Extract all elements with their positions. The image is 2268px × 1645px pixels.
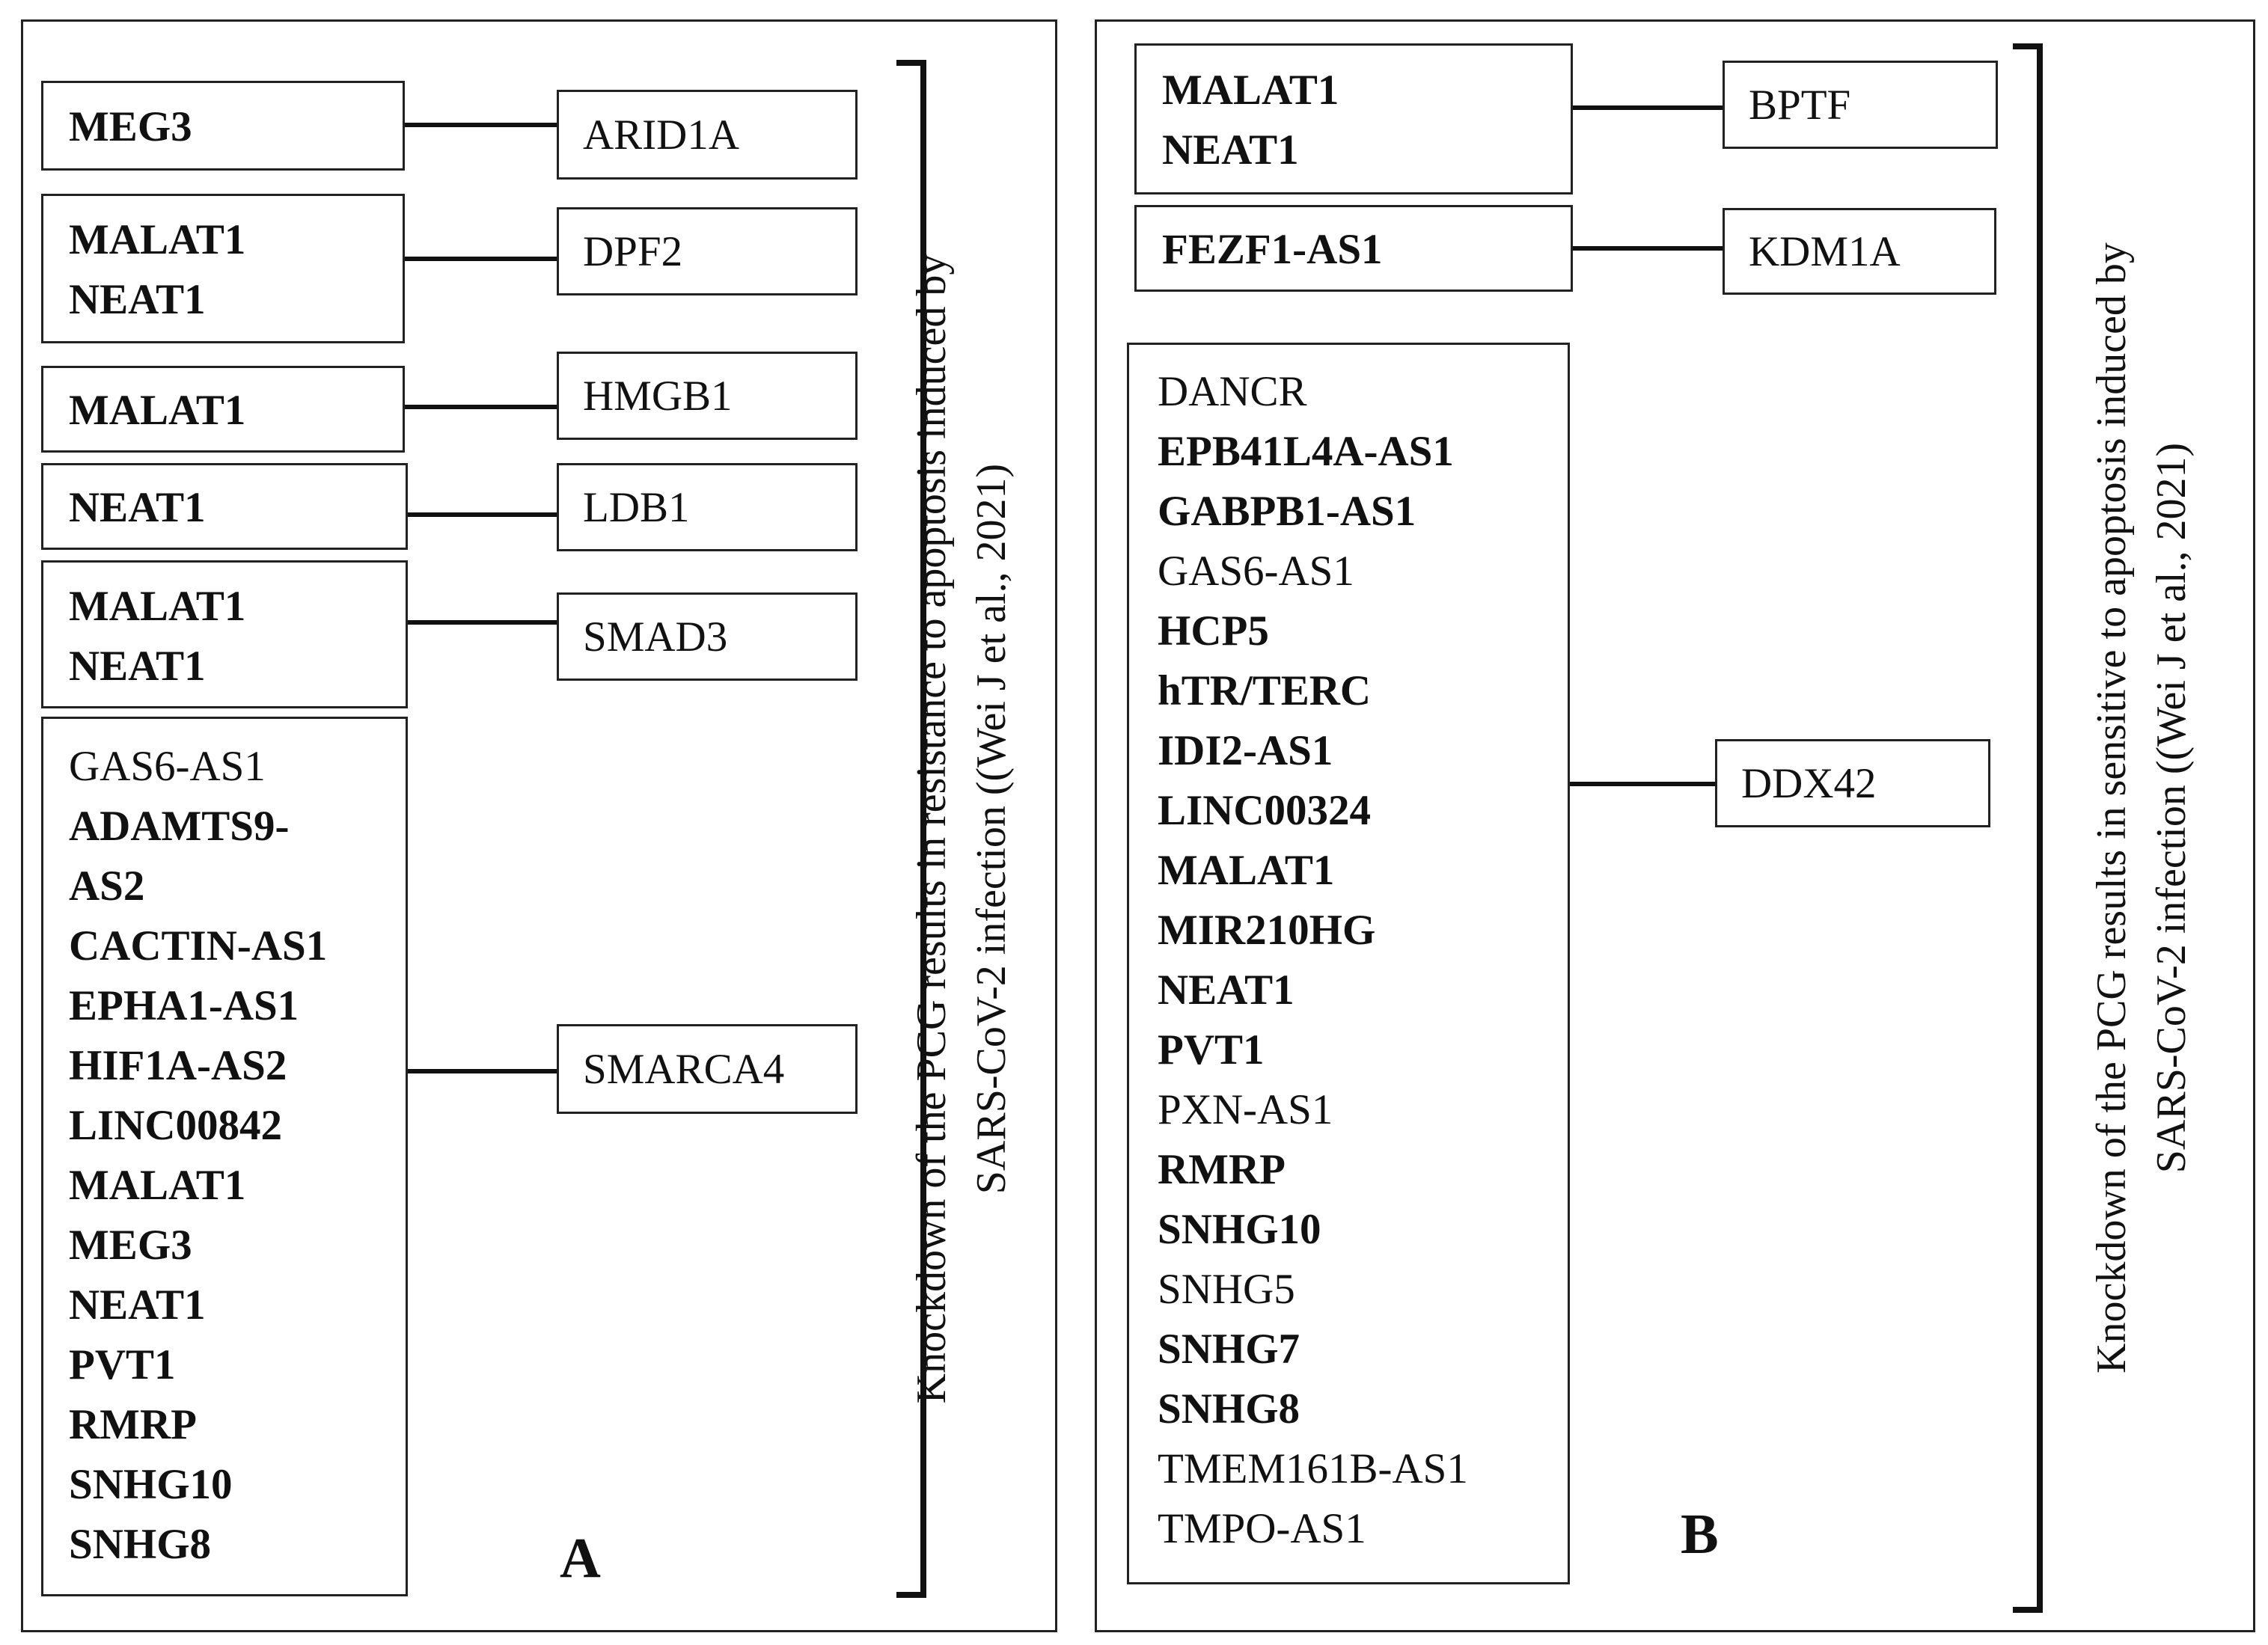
lncrna-name: NEAT1	[69, 484, 206, 531]
lncrna-name: NEAT1	[1162, 126, 1299, 174]
lncrna-name: RMRP	[69, 1401, 197, 1448]
panel-a-side-label: Knockdown of the PCG results in resistan…	[902, 81, 1021, 1577]
connector-line	[408, 1069, 557, 1073]
lncrna-name: MALAT1	[1162, 67, 1339, 114]
pcg-name: ARID1A	[583, 111, 739, 159]
connector-line	[405, 405, 557, 409]
pcg-box: SMAD3	[557, 592, 858, 681]
lncrna-name: EPHA1-AS1	[69, 982, 299, 1029]
pcg-box: DPF2	[557, 207, 858, 295]
pcg-box: SMARCA4	[557, 1024, 858, 1114]
lncrna-name: TMEM161B-AS1	[1158, 1445, 1468, 1492]
grouping-bracket	[896, 60, 926, 1598]
lncrna-name: EPB41L4A-AS1	[1158, 428, 1454, 475]
lncrna-name: MALAT1	[69, 387, 246, 434]
lncrna-name: SNHG7	[1158, 1326, 1300, 1373]
lncrna-name: SNHG8	[69, 1521, 212, 1568]
lncrna-name: MEG3	[69, 1222, 192, 1269]
lncrna-name: PXN-AS1	[1158, 1086, 1333, 1133]
lncrna-name: PVT1	[69, 1341, 176, 1388]
lncrna-name: FEZF1-AS1	[1162, 226, 1383, 273]
connector-line	[408, 512, 557, 517]
pcg-name: SMAD3	[583, 613, 728, 661]
side-label-line1: Knockdown of the PCG results in resistan…	[908, 254, 955, 1404]
lncrna-box: FEZF1-AS1	[1134, 205, 1573, 292]
lncrna-name: GABPB1-AS1	[1158, 488, 1416, 535]
lncrna-box: MALAT1 NEAT1	[41, 194, 405, 343]
lncrna-name: MALAT1	[69, 583, 246, 630]
lncrna-name: SNHG5	[1158, 1266, 1295, 1313]
pcg-name: BPTF	[1749, 81, 1851, 129]
lncrna-name: TMPO-AS1	[1158, 1505, 1366, 1552]
panel-b-side-label: Knockdown of the PCG results in sensitiv…	[2082, 60, 2201, 1556]
grouping-bracket	[2013, 43, 2043, 1613]
pcg-box: KDM1A	[1723, 208, 1996, 295]
pcg-name: LDB1	[583, 483, 690, 531]
lncrna-box: MALAT1	[41, 366, 405, 453]
connector-line	[1573, 246, 1723, 251]
pcg-box: HMGB1	[557, 352, 858, 440]
lncrna-name: MALAT1	[69, 216, 246, 263]
pcg-name: DDX42	[1741, 759, 1877, 807]
lncrna-name: IDI2-AS1	[1158, 727, 1333, 774]
pcg-box: BPTF	[1723, 61, 1998, 149]
lncrna-box: MALAT1 NEAT1	[1134, 43, 1573, 194]
lncrna-name: LINC00842	[69, 1102, 283, 1149]
pcg-name: DPF2	[583, 227, 683, 275]
lncrna-box: NEAT1	[41, 463, 408, 550]
lncrna-name: NEAT1	[1158, 967, 1295, 1014]
pcg-box: LDB1	[557, 463, 858, 551]
side-label-line2: SARS-CoV-2 infection ((Wei J et al., 202…	[2148, 442, 2195, 1174]
panel-letter-b: B	[1681, 1503, 1719, 1566]
connector-line	[405, 123, 557, 127]
lncrna-box: GAS6-AS1 ADAMTS9- AS2 CACTIN-AS1 EPHA1-A…	[41, 717, 408, 1596]
lncrna-name: NEAT1	[69, 643, 206, 690]
connector-line	[1570, 782, 1715, 786]
lncrna-name: SNHG10	[1158, 1206, 1321, 1253]
lncrna-name: RMRP	[1158, 1146, 1286, 1193]
connector-line	[1573, 105, 1723, 110]
lncrna-box: MALAT1 NEAT1	[41, 560, 408, 708]
pcg-box: ARID1A	[557, 90, 858, 180]
side-label-line2: SARS-CoV-2 infection ((Wei J et al., 202…	[968, 463, 1015, 1195]
lncrna-name: NEAT1	[69, 1281, 206, 1329]
lncrna-name: NEAT1	[69, 276, 206, 323]
lncrna-name: ADAMTS9-	[69, 803, 290, 850]
lncrna-name: hTR/TERC	[1158, 667, 1372, 714]
lncrna-name: MEG3	[69, 103, 192, 150]
lncrna-box: DANCR EPB41L4A-AS1 GABPB1-AS1 GAS6-AS1 H…	[1127, 343, 1570, 1584]
lncrna-name: MALAT1	[1158, 847, 1335, 894]
panel-letter-a: A	[560, 1527, 601, 1590]
lncrna-name: DANCR	[1158, 368, 1307, 415]
pcg-box: DDX42	[1715, 739, 1990, 827]
lncrna-name: PVT1	[1158, 1026, 1265, 1073]
lncrna-name: HIF1A-AS2	[69, 1042, 287, 1089]
lncrna-name: GAS6-AS1	[69, 743, 266, 790]
lncrna-name: GAS6-AS1	[1158, 548, 1354, 595]
lncrna-name: AS2	[69, 863, 145, 910]
connector-line	[405, 257, 557, 261]
lncrna-name: SNHG8	[1158, 1385, 1300, 1433]
pcg-name: HMGB1	[583, 372, 733, 420]
lncrna-box: MEG3	[41, 81, 405, 171]
lncrna-name: MALAT1	[69, 1162, 246, 1209]
lncrna-name: CACTIN-AS1	[69, 922, 328, 969]
lncrna-name: LINC00324	[1158, 787, 1372, 834]
lncrna-name: MIR210HG	[1158, 907, 1376, 954]
pcg-name: KDM1A	[1749, 227, 1901, 275]
side-label-line1: Knockdown of the PCG results in sensitiv…	[2088, 242, 2135, 1373]
pcg-name: SMARCA4	[583, 1045, 785, 1093]
lncrna-name: SNHG10	[69, 1461, 233, 1508]
connector-line	[408, 620, 557, 625]
lncrna-name: HCP5	[1158, 607, 1269, 655]
